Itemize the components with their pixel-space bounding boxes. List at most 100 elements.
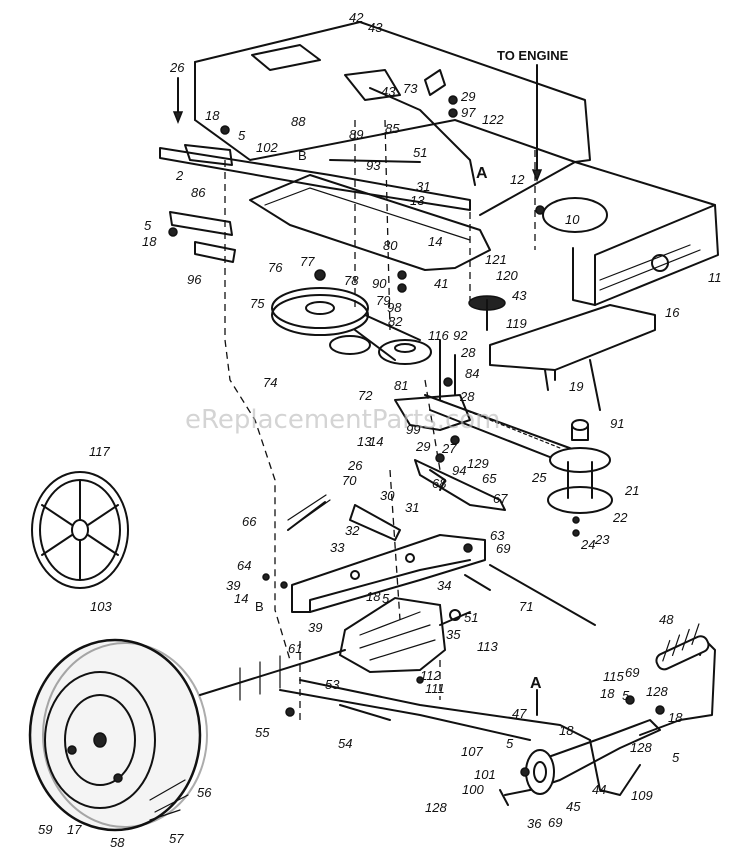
left-brackets bbox=[168, 125, 236, 263]
callout: 111 bbox=[425, 681, 445, 696]
pedal-assembly bbox=[499, 623, 716, 806]
callout: 14 bbox=[369, 434, 383, 449]
callout: 107 bbox=[461, 744, 483, 759]
callout: 47 bbox=[512, 706, 527, 721]
callout: 92 bbox=[453, 328, 468, 343]
callout: 67 bbox=[493, 491, 508, 506]
callout: 17 bbox=[67, 822, 82, 837]
callout: 90 bbox=[372, 276, 387, 291]
callout: 26 bbox=[169, 60, 185, 75]
callout: 18 bbox=[205, 108, 220, 123]
callout: 42 bbox=[349, 10, 364, 25]
callout: 5 bbox=[382, 591, 390, 606]
callout: 80 bbox=[383, 238, 398, 253]
callout: 29 bbox=[415, 439, 430, 454]
callout: 10 bbox=[565, 212, 580, 227]
callout: 74 bbox=[263, 375, 277, 390]
callout: 25 bbox=[531, 470, 547, 485]
callout: 2 bbox=[175, 168, 184, 183]
frame-assembly bbox=[159, 21, 719, 306]
callout: 98 bbox=[387, 300, 402, 315]
ref-b-bottom: B bbox=[255, 599, 264, 614]
callout: 89 bbox=[349, 127, 363, 142]
callout: 85 bbox=[385, 121, 400, 136]
callout: 35 bbox=[446, 627, 461, 642]
callout: 100 bbox=[462, 782, 484, 797]
callout: 57 bbox=[169, 831, 184, 846]
callout: 39 bbox=[308, 620, 322, 635]
callout: 11 bbox=[708, 270, 722, 285]
callout: 58 bbox=[110, 835, 125, 850]
callout: 99 bbox=[406, 422, 420, 437]
callout: 27 bbox=[441, 441, 457, 456]
callout: 23 bbox=[594, 532, 610, 547]
callout: 122 bbox=[482, 112, 504, 127]
callout: 18 bbox=[559, 723, 574, 738]
callout: 28 bbox=[460, 345, 476, 360]
callout: 5 bbox=[238, 128, 246, 143]
callout: 97 bbox=[461, 105, 476, 120]
callout: 43 bbox=[512, 288, 527, 303]
lower-bracket bbox=[291, 534, 486, 613]
callout: 128 bbox=[425, 800, 447, 815]
callout: 94 bbox=[452, 463, 466, 478]
callout: 82 bbox=[388, 314, 403, 329]
pulley-assembly bbox=[271, 287, 613, 514]
callout-numbers: 26 42 43 73 43 29 97 122 88 89 85 51 18 … bbox=[38, 10, 722, 850]
callout: 55 bbox=[255, 725, 270, 740]
callout: 78 bbox=[344, 273, 359, 288]
callout: 115 bbox=[603, 669, 624, 684]
callout: 64 bbox=[237, 558, 251, 573]
callout: 61 bbox=[288, 641, 302, 656]
callout: 68 bbox=[432, 476, 447, 491]
callout: 88 bbox=[291, 114, 306, 129]
control-rods bbox=[279, 69, 596, 741]
callout: 21 bbox=[624, 483, 639, 498]
callout: 117 bbox=[89, 444, 110, 459]
callout: 22 bbox=[612, 510, 628, 525]
ref-a-bottom: A bbox=[530, 675, 542, 692]
callout: 76 bbox=[268, 260, 283, 275]
callout: 41 bbox=[434, 276, 448, 291]
callout: 116 bbox=[428, 328, 449, 343]
hubcap bbox=[31, 471, 129, 589]
callout: 5 bbox=[622, 688, 630, 703]
callout: 16 bbox=[665, 305, 680, 320]
callout: 113 bbox=[477, 639, 498, 654]
callout: 103 bbox=[90, 599, 112, 614]
callout: 75 bbox=[250, 296, 265, 311]
callout: 28 bbox=[459, 389, 475, 404]
callout: 59 bbox=[38, 822, 52, 837]
callout: 129 bbox=[467, 456, 489, 471]
callout: 79 bbox=[376, 293, 390, 308]
callout: 34 bbox=[437, 578, 451, 593]
callout: 14 bbox=[234, 591, 248, 606]
callout: 45 bbox=[566, 799, 581, 814]
callout: 48 bbox=[659, 612, 674, 627]
callout: 30 bbox=[380, 488, 395, 503]
callout: 5 bbox=[672, 750, 680, 765]
ref-a-top: A bbox=[476, 165, 488, 182]
callout: 14 bbox=[428, 234, 442, 249]
callout: 5 bbox=[506, 736, 514, 751]
callout: 84 bbox=[465, 366, 479, 381]
right-bracket bbox=[489, 304, 656, 411]
callout: 65 bbox=[482, 471, 497, 486]
callout: 81 bbox=[394, 378, 408, 393]
callout: 29 bbox=[460, 89, 475, 104]
callout: 77 bbox=[300, 254, 315, 269]
callout: 43 bbox=[381, 84, 396, 99]
callout: 112 bbox=[420, 668, 441, 683]
callout: 26 bbox=[347, 458, 363, 473]
callout: 18 bbox=[600, 686, 615, 701]
callout: 91 bbox=[610, 416, 624, 431]
callout: 96 bbox=[187, 272, 202, 287]
callout: 86 bbox=[191, 185, 206, 200]
callout: 18 bbox=[668, 710, 683, 725]
callout: 109 bbox=[631, 788, 653, 803]
callout: 18 bbox=[142, 234, 157, 249]
callout: 53 bbox=[325, 677, 340, 692]
to-engine-label: TO ENGINE bbox=[497, 48, 569, 63]
callout: 19 bbox=[569, 379, 583, 394]
